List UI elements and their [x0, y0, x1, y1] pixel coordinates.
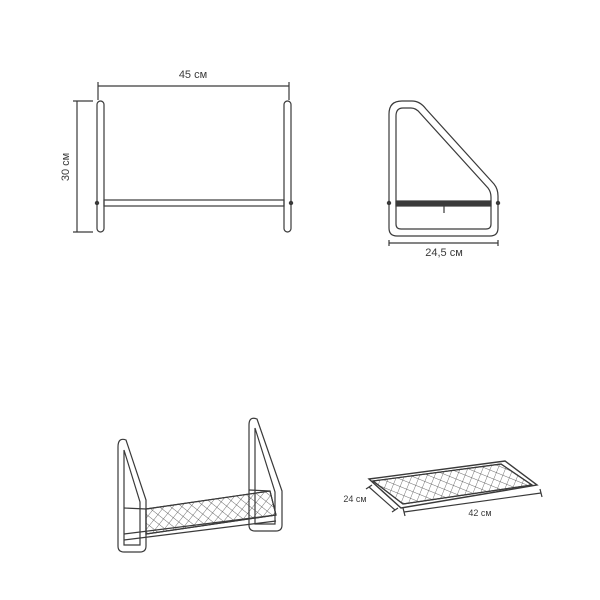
- perspective-right-frame: [248, 417, 283, 532]
- side-view: [386, 100, 501, 246]
- front-view: [73, 82, 294, 233]
- perspective-left-frame: [117, 438, 147, 553]
- side-frame-inner: [395, 107, 492, 230]
- front-height-label: 30 см: [60, 153, 72, 181]
- mesh-shelf-view: [365, 460, 543, 517]
- front-left-upright: [96, 100, 105, 233]
- side-frame-outer: [388, 100, 499, 237]
- side-depth-label: 24,5 см: [425, 247, 463, 259]
- mesh-length-label: 42 см: [468, 508, 491, 518]
- front-width-label: 45 см: [179, 69, 207, 81]
- perspective-mesh-shelf: [145, 490, 277, 535]
- perspective-view: [117, 417, 283, 553]
- mesh-depth-dimension-line: [368, 486, 396, 511]
- front-bottom-bar: [103, 199, 285, 207]
- mesh-depth-label: 24 см: [343, 494, 366, 504]
- side-shelf-bar: [395, 200, 492, 207]
- mesh-length-dimension-line: [403, 492, 542, 513]
- front-right-upright: [283, 100, 292, 233]
